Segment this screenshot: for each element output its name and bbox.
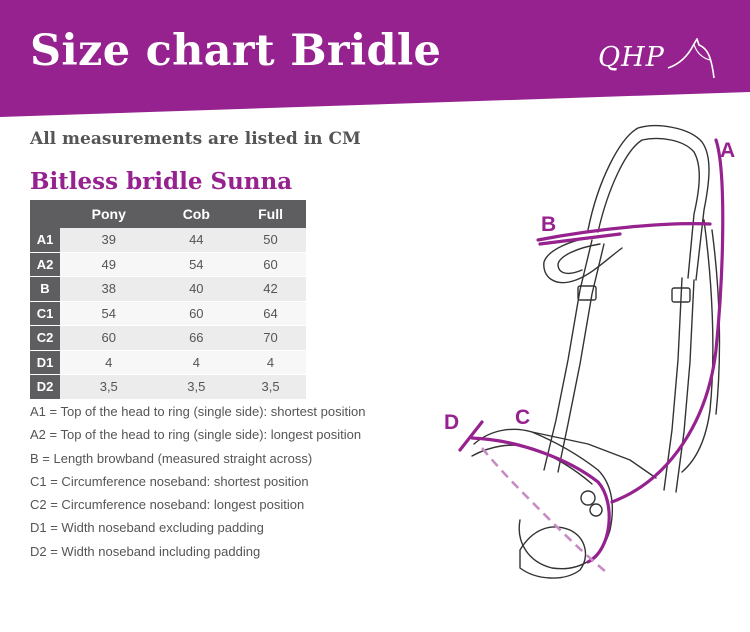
row-label: C1	[30, 301, 60, 326]
crownpiece-inner	[597, 137, 700, 279]
table-cell: 42	[235, 276, 306, 302]
table-row: D2 3,5 3,5 3,5	[30, 374, 306, 400]
measure-line-c-dashed	[480, 447, 607, 573]
table-cell: 50	[235, 228, 306, 253]
table-cell: 60	[60, 325, 158, 351]
table-cell: 4	[157, 350, 236, 375]
throatlatch	[681, 219, 714, 473]
legend-item: A2 = Top of the head to ring (single sid…	[30, 427, 362, 443]
table-cell: 3,5	[157, 374, 236, 400]
table-row: A1 39 44 50	[30, 228, 306, 253]
legend-item: A1 = Top of the head to ring (single sid…	[30, 404, 366, 419]
crownpiece-outline	[587, 125, 710, 281]
table-cell: 60	[235, 252, 306, 277]
table-cell: 54	[157, 252, 236, 277]
diagram-label-b: B	[541, 213, 557, 236]
column-header	[30, 200, 60, 228]
table-cell: 3,5	[60, 374, 158, 400]
column-header: Pony	[60, 200, 158, 228]
diagram-label-a: A	[720, 139, 736, 162]
table-cell: 3,5	[235, 374, 306, 400]
legend-item: D1 = Width noseband excluding padding	[30, 520, 264, 536]
brand-logo: QHP	[598, 42, 665, 73]
table-cell: 54	[60, 301, 158, 326]
column-header: Cob	[157, 200, 236, 228]
table-row: C1 54 60 64	[30, 301, 306, 326]
legend-item: C2 = Circumference noseband: longest pos…	[30, 497, 305, 513]
bridle-diagram	[458, 125, 725, 579]
row-label: A1	[30, 228, 60, 253]
product-title: Bitless bridle Sunna	[30, 168, 293, 195]
table-cell: 44	[157, 228, 236, 253]
table-cell: 49	[60, 252, 158, 277]
measure-line-d	[458, 420, 484, 452]
size-table: Pony Cob Full A1 39 44 50 A2 49 54 60 B …	[30, 200, 306, 400]
table-cell: 40	[157, 276, 236, 302]
page-title: Size chart Bridle	[30, 26, 442, 76]
measure-line-c	[470, 436, 611, 564]
diagram-label-c: C	[515, 406, 531, 429]
row-label: C2	[30, 325, 60, 351]
legend-item: B = Length browband (measured straight a…	[30, 450, 313, 466]
table-header-row: Pony Cob Full	[30, 200, 306, 228]
nose-padding	[519, 526, 587, 579]
cheek-strap-right	[663, 277, 683, 491]
table-cell: 64	[235, 301, 306, 326]
measurement-note: All measurements are listed in CM	[30, 129, 361, 149]
table-cell: 39	[60, 228, 158, 253]
table-cell: 4	[235, 350, 306, 375]
browband-inner	[557, 243, 601, 275]
table-cell: 4	[60, 350, 158, 375]
table-cell: 70	[235, 325, 306, 351]
row-label: B	[30, 276, 60, 302]
measure-line-a	[610, 138, 725, 504]
measure-line-b	[536, 222, 712, 246]
row-label: D1	[30, 350, 60, 375]
table-cell: 66	[157, 325, 236, 351]
column-header: Full	[235, 200, 306, 228]
diagram-label-d: D	[444, 411, 460, 434]
table-row: C2 60 66 70	[30, 325, 306, 351]
row-label: A2	[30, 252, 60, 277]
table-row: A2 49 54 60	[30, 252, 306, 277]
table-row: D1 4 4 4	[30, 350, 306, 375]
horse-head-logo-icon	[667, 38, 715, 79]
measurement-legend: A1 = Top of the head to ring (single sid…	[30, 400, 365, 563]
table-cell: 38	[60, 276, 158, 302]
table-row: B 38 40 42	[30, 276, 306, 302]
row-label: D2	[30, 374, 60, 400]
table-cell: 60	[157, 301, 236, 326]
legend-item: D2 = Width noseband including padding	[30, 543, 261, 559]
legend-item: C1 = Circumference noseband: shortest po…	[30, 473, 309, 489]
